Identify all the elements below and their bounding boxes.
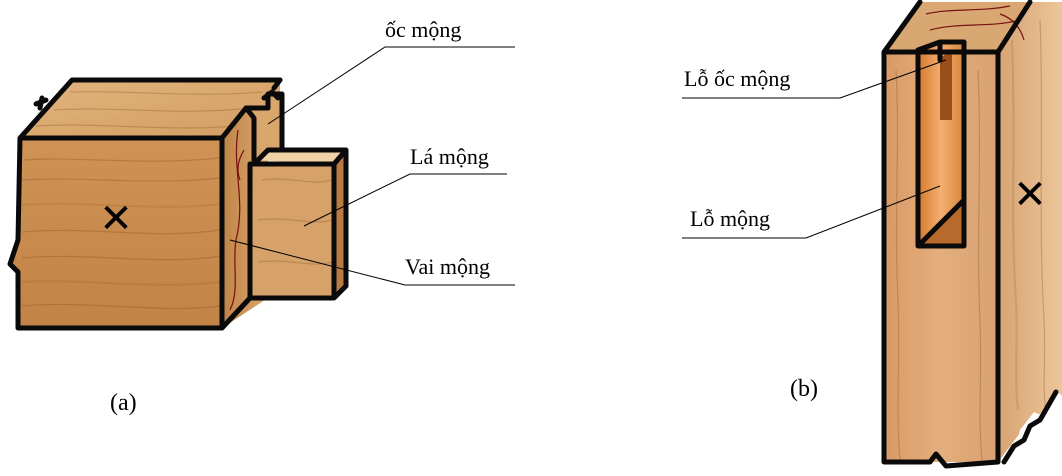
post-grain [895,5,1047,461]
block-grain [21,91,333,311]
post-side-face [998,2,1062,462]
mortise-slot [918,42,964,246]
leader-oc-mong [267,46,515,125]
figure-b-leaders [682,59,947,239]
caption-a: (a) [110,390,137,416]
block-outline [7,77,283,331]
leader-lo-mong [682,185,941,239]
caption-b: (b) [790,376,818,402]
block-face-mark: ✕ [99,196,133,242]
figure-a-leaders [229,46,515,286]
tenon-side-face [334,150,346,298]
tenon-top-face [254,150,346,164]
post-front-face [884,52,998,462]
block-top-face [20,80,280,138]
leader-lo-oc-mong [682,59,947,99]
leader-la-mong [303,173,507,227]
label-la-mong: Lá mộng [410,144,489,169]
label-vai-mong: Vai mộng [405,254,490,279]
post-outline [881,0,1033,469]
label-lo-oc-mong: Lỗ ốc mộng [684,66,790,91]
label-oc-mong: ốc mộng [385,17,461,42]
post-top-face [884,2,1030,52]
haunch-outline [243,91,285,163]
tenon-outline [247,147,349,301]
mortise-outline [915,39,967,249]
leader-vai-mong [229,239,515,286]
haunch-slot [940,50,952,120]
post-broken-edge [1010,390,1062,476]
block-front-face [10,138,222,328]
tenon-front-face [250,164,334,298]
label-lo-mong: Lỗ mộng [690,206,770,231]
figure-b-mortise-post: ✕ [881,0,1062,476]
post-face-mark: ✕ [1013,172,1047,218]
figure-a-tenon: ✕ [7,77,349,331]
